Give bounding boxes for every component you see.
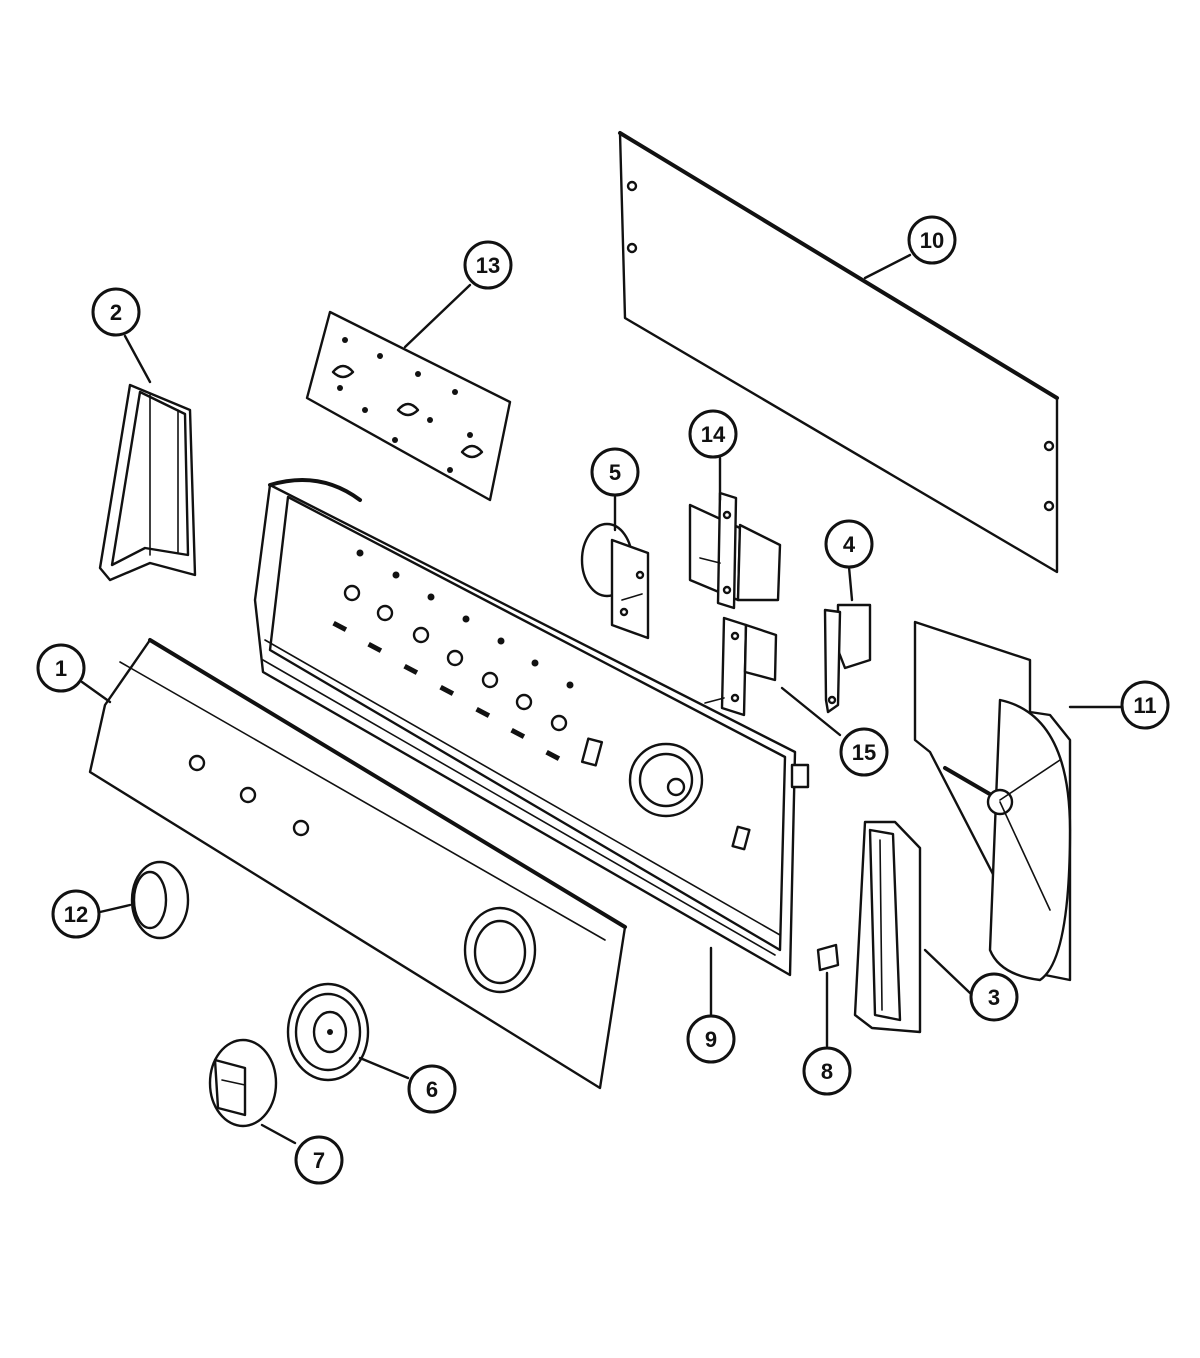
part-9-control-console (253, 478, 810, 977)
svg-text:10: 10 (920, 228, 944, 253)
part-1-front-console-panel (88, 638, 627, 1090)
part-13-control-board (305, 310, 512, 502)
leader-lines (80, 253, 1123, 1145)
callout-4: 4 (824, 519, 874, 569)
callout-8: 8 (802, 1046, 852, 1096)
svg-text:11: 11 (1133, 693, 1156, 718)
callout-13: 13 (463, 240, 513, 290)
part-5-selector-switch (580, 522, 650, 640)
part-8-clip (816, 943, 840, 972)
part-10-rear-panel (618, 131, 1059, 574)
svg-text:14: 14 (701, 422, 726, 447)
callout-7: 7 (294, 1135, 344, 1185)
callout-3: 3 (969, 972, 1019, 1022)
callout-6: 6 (407, 1064, 457, 1114)
part-4-small-component (823, 603, 872, 714)
callout-15: 15 (839, 727, 889, 777)
callout-2: 2 (91, 287, 141, 337)
svg-text:7: 7 (313, 1148, 325, 1173)
part-3-right-end-cap (853, 820, 922, 1034)
svg-text:2: 2 (110, 300, 122, 325)
callout-9: 9 (686, 1014, 736, 1064)
callout-1: 1 (36, 643, 86, 693)
svg-text:13: 13 (476, 253, 500, 278)
part-11-motor-housing (913, 620, 1072, 982)
svg-text:12: 12 (64, 902, 88, 927)
callout-12: 12 (51, 889, 101, 939)
part-15-switch (704, 616, 778, 717)
svg-text:9: 9 (705, 1027, 717, 1052)
callout-14: 14 (688, 409, 738, 459)
callout-11: 11 (1120, 680, 1170, 730)
svg-text:4: 4 (843, 532, 856, 557)
svg-text:6: 6 (426, 1077, 438, 1102)
part-12-knob (130, 860, 190, 940)
callout-10: 10 (907, 215, 957, 265)
part-14-switch-assembly (688, 491, 782, 610)
svg-text:8: 8 (821, 1059, 833, 1084)
part-2-left-end-cap (98, 383, 197, 582)
svg-text:15: 15 (852, 740, 876, 765)
svg-text:5: 5 (609, 460, 621, 485)
part-6-knob-ring (286, 982, 370, 1082)
svg-text:3: 3 (988, 985, 1000, 1010)
part-7-knob (208, 1038, 278, 1128)
callout-5: 5 (590, 447, 640, 497)
svg-text:1: 1 (55, 656, 67, 681)
